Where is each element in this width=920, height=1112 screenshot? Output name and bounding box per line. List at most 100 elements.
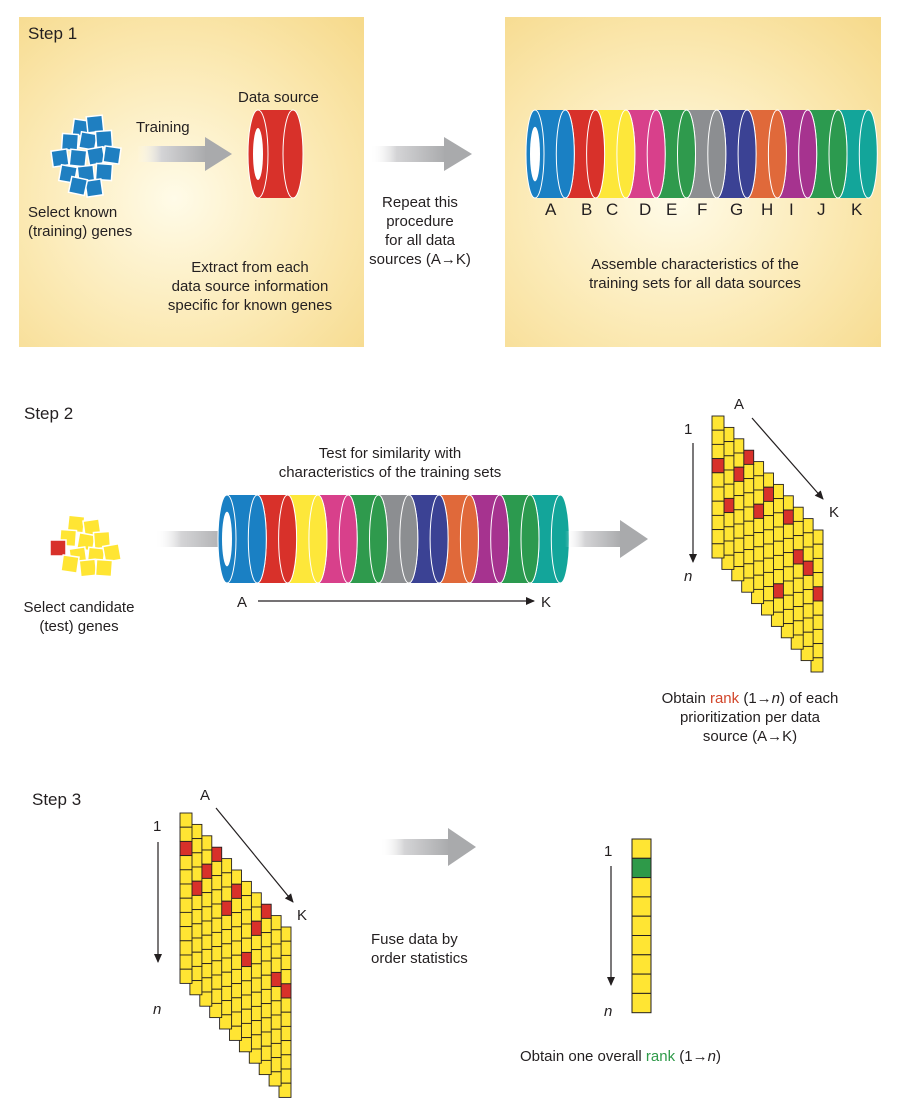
step2-rank-grid bbox=[711, 415, 824, 673]
cylinder-opening bbox=[530, 126, 540, 182]
training-arrow bbox=[137, 137, 232, 171]
step2-grid-k: K bbox=[829, 504, 840, 521]
known-genes-cluster bbox=[50, 114, 122, 198]
fuse-line2: order statistics bbox=[371, 950, 468, 967]
repeat-line3: for all data bbox=[384, 232, 456, 249]
candidate-genes-cluster bbox=[49, 514, 123, 578]
rank-cell bbox=[741, 577, 755, 593]
rank-cell bbox=[761, 600, 774, 616]
source-letter: C bbox=[606, 200, 619, 219]
known-gene bbox=[102, 145, 122, 165]
rank-cell bbox=[199, 991, 213, 1007]
step2-grid-n: n bbox=[684, 568, 693, 585]
rank-cell bbox=[711, 514, 725, 531]
rank-cell bbox=[258, 1059, 272, 1076]
overall-rank-cell bbox=[631, 973, 652, 994]
rank-cell bbox=[711, 443, 725, 460]
step2-obtain-line1: Obtain rank (1→n) of each bbox=[620, 689, 880, 708]
rank-cell bbox=[731, 566, 745, 582]
axis-end-label: K bbox=[541, 594, 552, 611]
overall-rank-cell bbox=[631, 838, 652, 859]
obtain-n: n bbox=[771, 690, 781, 707]
source-letter: F bbox=[697, 200, 708, 219]
rank-cell bbox=[179, 911, 193, 928]
overall-rank-cell bbox=[631, 992, 652, 1014]
rank-cell bbox=[179, 812, 193, 828]
extract-line3: specific for known genes bbox=[167, 297, 333, 314]
rank-cell bbox=[179, 883, 193, 899]
rank-cell bbox=[179, 926, 193, 942]
assemble-line2: training sets for all data sources bbox=[589, 275, 801, 292]
known-gene bbox=[68, 148, 88, 168]
rank-cell bbox=[278, 1082, 292, 1098]
candidate-gene bbox=[60, 554, 80, 574]
overall-rank-cell bbox=[631, 935, 652, 956]
repeat-arrow bbox=[370, 137, 472, 171]
rank-cell bbox=[179, 940, 193, 956]
rank-cell bbox=[711, 458, 725, 474]
test-line1: Test for similarity with bbox=[318, 445, 462, 462]
known-gene bbox=[50, 148, 70, 168]
rank-cell bbox=[721, 554, 735, 570]
obtain-overall-n: n bbox=[707, 1048, 716, 1065]
step2-grid-1: 1 bbox=[684, 421, 693, 438]
step2-exit-arrow bbox=[565, 520, 648, 558]
step2-grid-a: A bbox=[734, 396, 745, 413]
known-gene bbox=[85, 114, 105, 134]
source-letter: K bbox=[851, 200, 863, 219]
rank-cell bbox=[711, 415, 725, 431]
source-letter: A bbox=[545, 200, 557, 219]
data-source-disk bbox=[247, 109, 304, 199]
obtain-rank-word: rank bbox=[709, 690, 740, 707]
rank-cell bbox=[179, 968, 193, 984]
rank-cell bbox=[711, 500, 725, 516]
overall-rank-cell bbox=[631, 857, 652, 879]
obtain-prefix: Obtain bbox=[661, 690, 710, 707]
rank-cell bbox=[780, 623, 794, 639]
step2-grid-arrows bbox=[689, 417, 824, 563]
rank-cell bbox=[238, 1037, 252, 1053]
obtain-overall-prefix: Obtain one overall bbox=[520, 1048, 646, 1065]
assembled-cylinder bbox=[525, 109, 878, 199]
rank-cell bbox=[751, 588, 765, 605]
source-letter: H bbox=[761, 200, 774, 219]
overall-rank-column bbox=[631, 838, 652, 1014]
rank-cell bbox=[219, 1014, 233, 1030]
select-candidate-line1: Select candidate bbox=[23, 599, 135, 616]
source-letter: B bbox=[581, 200, 593, 219]
rank-cell bbox=[711, 429, 725, 445]
obtain-overall-rank-word: rank bbox=[645, 1048, 676, 1065]
rank-cell bbox=[248, 1048, 262, 1064]
candidate-gene bbox=[78, 558, 98, 578]
rank-cell bbox=[179, 897, 193, 913]
obtain-overall-paren: (1→ bbox=[675, 1048, 708, 1065]
rank-cell bbox=[179, 826, 193, 842]
select-candidate-line2: (test) genes bbox=[39, 618, 119, 635]
rank-column-n: n bbox=[604, 1003, 613, 1020]
source-letter: D bbox=[639, 200, 652, 219]
source-letter: G bbox=[730, 200, 744, 219]
rank-cell bbox=[189, 980, 203, 996]
known-gene bbox=[94, 162, 114, 182]
rank-cell bbox=[790, 634, 804, 650]
fuse-arrow bbox=[380, 828, 476, 866]
overall-rank-cell bbox=[631, 896, 652, 917]
fuse-line1: Fuse data by bbox=[371, 931, 458, 948]
rank-cell bbox=[209, 1002, 223, 1019]
step3-grid-1: 1 bbox=[153, 818, 162, 835]
rank-cell bbox=[179, 855, 193, 871]
step2-label: Step 2 bbox=[24, 404, 74, 423]
known-gene bbox=[94, 129, 114, 149]
step3-rank-grid bbox=[179, 812, 292, 1098]
repeat-line2: procedure bbox=[386, 213, 454, 230]
known-gene bbox=[60, 132, 80, 152]
rank-cell bbox=[770, 611, 784, 627]
axis-start-label: A bbox=[237, 594, 248, 611]
step3-grid-arrows bbox=[154, 807, 294, 963]
step2-obtain-line2: prioritization per data bbox=[679, 709, 821, 726]
rank-cell bbox=[711, 472, 725, 488]
rank-cell bbox=[179, 840, 193, 857]
rank-cell bbox=[268, 1071, 282, 1087]
source-letter: I bbox=[789, 200, 794, 219]
overall-rank-cell bbox=[631, 877, 652, 898]
